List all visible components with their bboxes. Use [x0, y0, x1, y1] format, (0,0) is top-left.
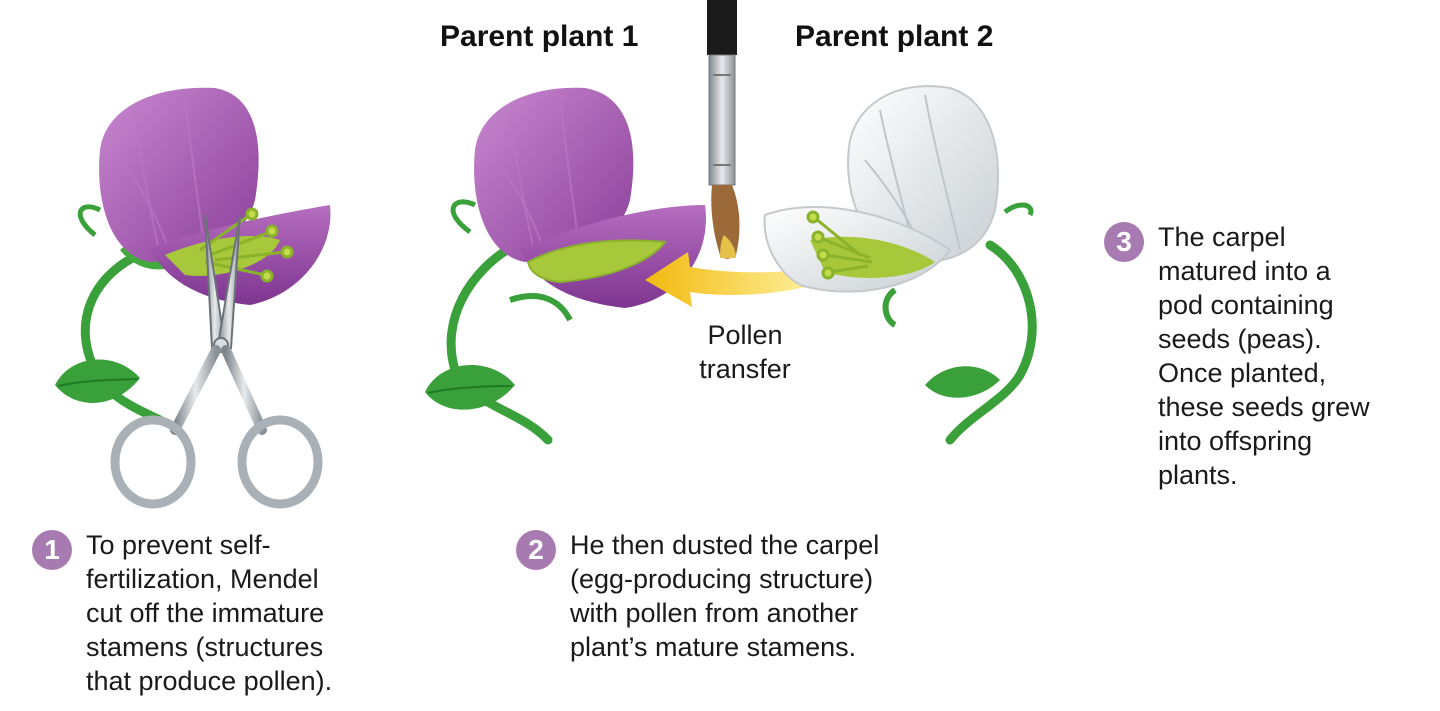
flower-2-carpel	[526, 239, 667, 284]
flower-2-stem	[446, 240, 553, 445]
step-1-badge: 1	[32, 530, 72, 570]
parent-plant-2-label: Parent plant 2	[795, 20, 994, 53]
flower-1-stamens	[165, 235, 280, 276]
flower-3-stem	[945, 240, 1037, 445]
step-2-badge: 2	[516, 530, 556, 570]
pollen-arrow-icon	[645, 252, 820, 307]
step-2: 2 He then dusted the carpel (egg-produci…	[516, 528, 879, 664]
flower-3-leaf	[925, 366, 1000, 398]
step-3: 3 The carpel matured into a pod containi…	[1104, 220, 1370, 492]
flower-1-stem	[80, 245, 165, 425]
scissors-icon	[110, 214, 323, 509]
flower-3	[763, 85, 1037, 445]
flower-2	[425, 87, 706, 445]
step-2-text: He then dusted the carpel (egg-producing…	[570, 530, 880, 662]
flower-1-back-petal	[99, 87, 259, 262]
paintbrush-icon	[707, 0, 740, 259]
step-1: 1 To prevent self- fertilization, Mendel…	[32, 528, 332, 698]
parent-plant-1-label: Parent plant 1	[440, 20, 639, 53]
step-3-text: The carpel matured into a pod containing…	[1158, 222, 1370, 490]
step-1-text: To prevent self- fertilization, Mendel c…	[86, 530, 333, 696]
flower-2-back-petal	[474, 87, 634, 262]
flower-1-tendril	[77, 204, 102, 237]
flower-1	[55, 87, 331, 425]
pollen-transfer-label: Pollen transfer	[699, 320, 791, 384]
step-3-badge: 3	[1104, 222, 1144, 262]
